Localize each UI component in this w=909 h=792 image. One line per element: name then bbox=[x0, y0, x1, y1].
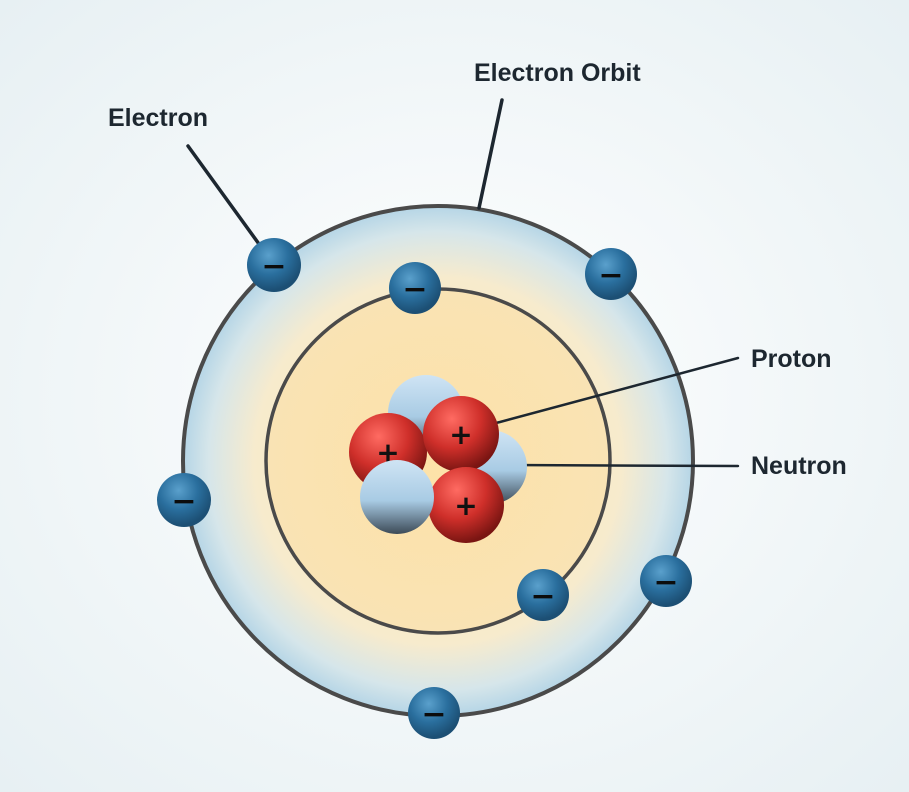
electron: − bbox=[408, 687, 460, 739]
electron: − bbox=[389, 262, 441, 314]
proton bbox=[428, 467, 504, 543]
electron: − bbox=[247, 238, 301, 292]
electron-leader-line bbox=[186, 144, 274, 264]
neutron-leader-line bbox=[498, 463, 740, 468]
electron: − bbox=[157, 473, 211, 527]
electron-orbit-leader-line bbox=[477, 98, 504, 210]
electron-charge-sign: − bbox=[261, 249, 286, 284]
electron: − bbox=[517, 569, 569, 621]
electron-charge-sign: − bbox=[421, 697, 446, 732]
electron: − bbox=[640, 555, 692, 607]
proton-charge-sign: + bbox=[449, 418, 472, 451]
electron-charge-sign: − bbox=[653, 565, 678, 600]
electron-charge-sign: − bbox=[171, 484, 196, 519]
electron-charge-sign: − bbox=[530, 579, 555, 614]
proton bbox=[423, 396, 499, 472]
electron-orbit-label: Electron Orbit bbox=[474, 59, 641, 87]
neutron-label: Neutron bbox=[751, 452, 847, 480]
electron: − bbox=[585, 248, 637, 300]
nucleus: + + + bbox=[349, 375, 527, 543]
electron-charge-sign: − bbox=[402, 272, 427, 307]
proton-label: Proton bbox=[751, 345, 832, 373]
neutron bbox=[360, 460, 434, 534]
proton-charge-sign: + bbox=[454, 489, 477, 522]
electron-charge-sign: − bbox=[598, 258, 623, 293]
electron-label: Electron bbox=[108, 104, 209, 132]
